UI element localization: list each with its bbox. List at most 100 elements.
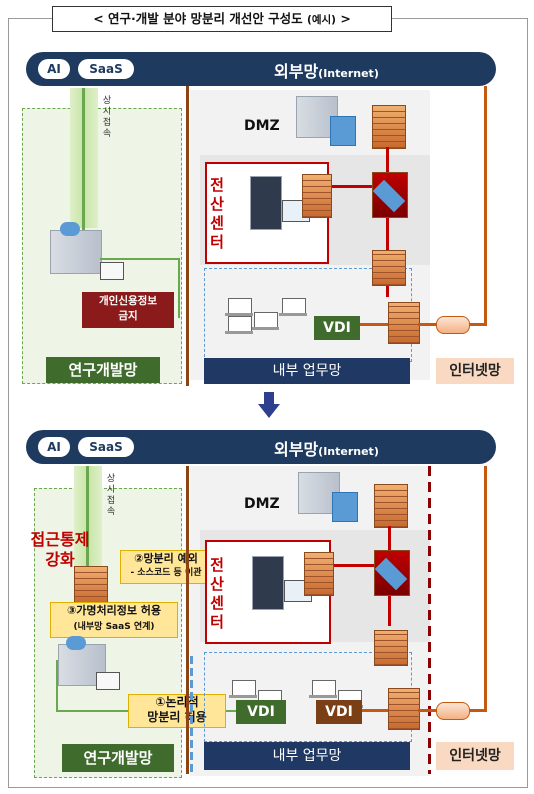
bottom-external-text: 외부망	[274, 440, 319, 459]
bottom-laptop-icon-3	[309, 680, 337, 698]
bottom-control-label: 접근통제 강화	[22, 530, 98, 570]
bottom-laptop-icon-1	[229, 680, 257, 698]
bottom-dc-c1: 전	[210, 556, 224, 574]
title-end: >	[340, 11, 351, 26]
top-rnd-area	[22, 108, 182, 384]
transition-arrow-head	[258, 404, 280, 418]
top-dmz-label: DMZ	[244, 118, 280, 134]
top-dc-firewall-icon	[302, 174, 332, 218]
top-external-label: 외부망(Internet)	[274, 58, 379, 82]
bottom-external-sub: (Internet)	[318, 445, 379, 458]
bottom-dc-c2: 산	[210, 575, 224, 593]
bottom-external-bar: AI SaaS 외부망(Internet)	[26, 430, 496, 464]
top-tube-icon	[436, 316, 470, 334]
top-access-text: 상 시 접 속	[102, 96, 112, 140]
bottom-pc-icon	[96, 672, 120, 690]
bottom-note2-l1: ②망분리 예외	[134, 552, 198, 565]
top-tube-link	[418, 323, 436, 326]
top-pill-ai: AI	[38, 59, 70, 79]
bottom-rnd-label: 연구개발망	[62, 744, 174, 772]
bottom-vdi-label-1: VDI	[236, 700, 286, 724]
bottom-note3-l2: (내부망 SaaS 연계)	[73, 622, 155, 632]
top-restrict-l1: 개인신용정보	[99, 295, 157, 307]
bottom-access-c3: 접	[106, 496, 116, 506]
top-pc-icon	[100, 262, 124, 280]
bottom-green-link2	[56, 660, 58, 710]
top-internet-line	[484, 86, 487, 326]
bottom-pill-ai: AI	[38, 437, 70, 457]
bottom-dmz-doc-icon	[332, 492, 358, 522]
top-green-link2	[178, 258, 180, 318]
top-dc-c3: 센	[210, 214, 224, 232]
bottom-access-c4: 속	[106, 507, 116, 517]
bottom-note-pseudonym: ③가명처리정보 허용 (내부망 SaaS 연계)	[50, 602, 178, 638]
top-access-c4: 속	[102, 129, 112, 139]
title-note: (예시)	[307, 14, 336, 26]
top-pill-saas: SaaS	[78, 59, 134, 79]
top-external-text: 외부망	[274, 62, 319, 81]
top-vdi-firewall-icon	[388, 302, 420, 344]
top-red-link	[386, 147, 389, 297]
bottom-pill-saas: SaaS	[78, 437, 134, 457]
top-dc-c2: 산	[210, 195, 224, 213]
top-laptop-icon-4	[225, 316, 253, 334]
bottom-note2-l2: - 소스코드 등 이관	[130, 568, 202, 578]
bottom-vdi-firewall-icon	[388, 688, 420, 730]
top-vdi-label: VDI	[314, 316, 360, 340]
top-external-bar: AI SaaS 외부망(Internet)	[26, 52, 496, 86]
bottom-vdi-link	[362, 709, 390, 712]
page-title: < 연구·개발 분야 망분리 개선안 구성도 (예시) >	[52, 6, 392, 32]
top-laptop-icon-1	[225, 298, 253, 316]
bottom-internal-firewall-icon	[374, 630, 408, 666]
bottom-tube-link	[418, 709, 436, 712]
bottom-access-c1: 상	[106, 474, 116, 484]
bottom-access-text: 상 시 접 속	[106, 474, 116, 518]
top-access-c2: 시	[102, 107, 112, 117]
transition-arrow-shaft	[264, 392, 274, 404]
top-restrict-badge: 개인신용정보 금지	[82, 292, 174, 328]
top-access-c3: 접	[102, 118, 112, 128]
top-dc-server-icon	[250, 176, 282, 230]
bottom-brown-divider	[186, 466, 189, 774]
bottom-dc-c4: 터	[210, 613, 224, 631]
bottom-dc-c3: 센	[210, 594, 224, 612]
bottom-note3-l1: ③가명처리정보 허용	[66, 604, 162, 617]
top-green-link	[100, 258, 180, 260]
top-internet-hline	[468, 323, 487, 326]
bottom-internet-line	[484, 466, 487, 712]
top-laptop-icon-2	[251, 312, 279, 330]
top-datacenter-label: 전 산 센 터	[210, 176, 224, 252]
top-dmz-firewall-icon	[372, 105, 406, 149]
bottom-red-hlink	[332, 564, 388, 567]
top-rnd-label: 연구개발망	[46, 357, 160, 383]
bottom-control-l1: 접근통제	[30, 530, 90, 549]
bottom-tube-icon	[436, 702, 470, 720]
top-dc-c4: 터	[210, 233, 224, 251]
bottom-cloud-icon	[66, 636, 86, 650]
top-external-sub: (Internet)	[318, 67, 379, 80]
bottom-datacenter-label: 전 산 센 터	[210, 556, 224, 632]
top-dmz-doc-icon	[330, 116, 356, 146]
bottom-internet-label: 인터넷망	[436, 742, 514, 770]
title-main: < 연구·개발 분야 망분리 개선안 구성도	[93, 11, 303, 26]
top-brown-divider	[186, 86, 189, 386]
top-laptop-icon-3	[279, 298, 307, 316]
bottom-access-c2: 시	[106, 485, 116, 495]
bottom-access-line	[86, 466, 89, 576]
bottom-blue-dashed-divider	[190, 656, 193, 774]
bottom-dmz-firewall-icon	[374, 484, 408, 528]
bottom-dmz-label: DMZ	[244, 496, 280, 512]
bottom-vdi-label-2: VDI	[316, 700, 362, 724]
top-internal-firewall-icon	[372, 250, 406, 286]
bottom-dc-firewall-icon	[304, 552, 334, 596]
bottom-external-label: 외부망(Internet)	[274, 436, 379, 460]
bottom-internet-hline	[468, 709, 487, 712]
top-access-line	[82, 88, 85, 238]
top-red-hlink	[330, 185, 386, 188]
top-dc-c1: 전	[210, 176, 224, 194]
bottom-control-l2: 강화	[45, 550, 75, 569]
top-access-c1: 상	[102, 96, 112, 106]
top-internal-label: 내부 업무망	[204, 358, 410, 384]
bottom-note-exception: ②망분리 예외 - 소스코드 등 이관	[120, 550, 212, 584]
bottom-dc-server-icon	[252, 556, 284, 610]
